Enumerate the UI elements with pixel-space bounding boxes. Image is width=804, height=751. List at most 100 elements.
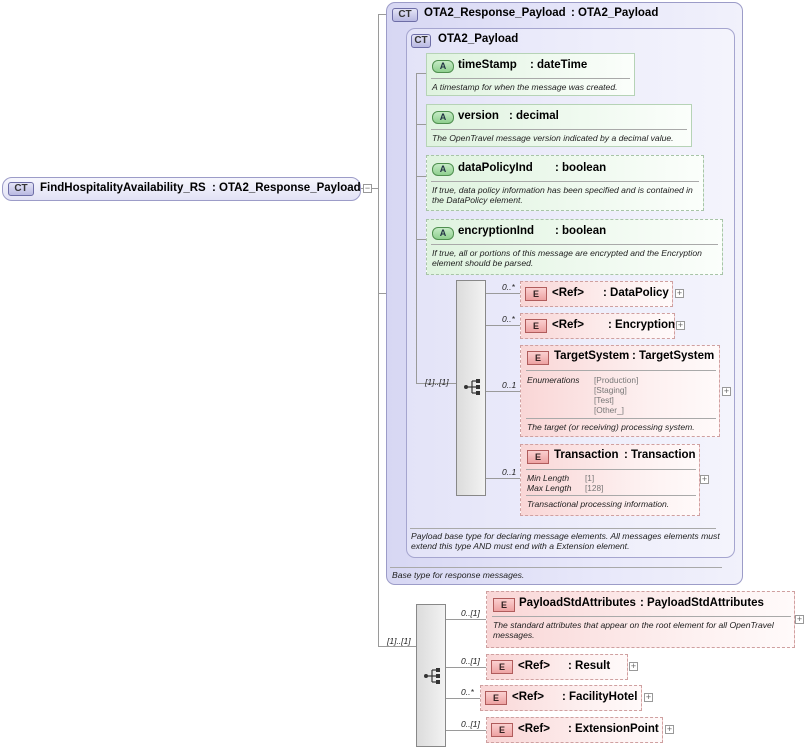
attribute-name: version [458, 110, 499, 122]
attribute-doc: A timestamp for when the message was cre… [432, 82, 618, 92]
facet-label: Max Length [527, 483, 572, 493]
separator [492, 616, 791, 617]
element-type: : TargetSystem [632, 350, 715, 362]
sequence-compositor[interactable] [416, 604, 446, 747]
connector-line [416, 176, 426, 177]
element-name: : ExtensionPoint [568, 723, 659, 735]
attribute-doc: The OpenTravel message version indicated… [432, 133, 674, 143]
expand-toggle[interactable]: + [676, 320, 685, 330]
element-icon: E [491, 723, 513, 737]
expand-toggle[interactable]: + [675, 288, 684, 298]
separator [431, 244, 718, 245]
attribute-version[interactable]: A version : decimal The OpenTravel messa… [426, 104, 692, 147]
response-payload-doc: Base type for response messages. [392, 570, 525, 580]
complex-type-icon: CT [392, 8, 418, 22]
collapse-toggle[interactable]: − [363, 183, 372, 193]
attribute-doc: If true, all or portions of this message… [432, 248, 702, 268]
attribute-type: : boolean [555, 162, 607, 174]
root-element[interactable]: CT FindHospitalityAvailability_RS : OTA2… [2, 177, 361, 201]
element-cardinality: 0..[1] [461, 608, 480, 618]
root-element-name: FindHospitalityAvailability_RS [40, 182, 206, 194]
attribute-type: : decimal [509, 110, 559, 122]
sequence-icon [464, 379, 480, 395]
element-cardinality: 0..1 [502, 467, 517, 477]
facet-value: [1] [585, 473, 595, 483]
element-name: : Result [568, 660, 611, 672]
enum-value: [Production] [594, 375, 639, 385]
connector-line [486, 391, 520, 392]
complex-type-icon: CT [411, 34, 431, 48]
element-transaction[interactable]: E Transaction : Transaction Min Length [… [520, 444, 700, 516]
expand-toggle[interactable]: + [629, 661, 638, 671]
connector-line [416, 124, 426, 125]
element-payloadstdattributes[interactable]: E PayloadStdAttributes : PayloadStdAttri… [486, 591, 795, 648]
attribute-icon: A [432, 111, 454, 124]
expand-toggle[interactable]: + [644, 692, 653, 702]
element-name: Transaction [554, 449, 619, 461]
connector-line [378, 646, 416, 647]
attribute-icon: A [432, 227, 454, 240]
element-extensionpoint[interactable]: E <Ref> : ExtensionPoint [486, 717, 663, 743]
element-name: : Encryption [608, 319, 676, 331]
element-ref: <Ref> [518, 723, 550, 735]
enum-value: [Staging] [594, 385, 627, 395]
separator [431, 181, 699, 182]
sequence-compositor[interactable] [456, 280, 486, 496]
attribute-icon: A [432, 163, 454, 176]
attribute-encryptionind[interactable]: A encryptionInd : boolean If true, all o… [426, 219, 723, 275]
separator [526, 469, 696, 470]
attribute-name: timeStamp [458, 59, 517, 71]
attribute-timestamp[interactable]: A timeStamp : dateTime A timestamp for w… [426, 53, 635, 96]
attribute-type: : boolean [555, 225, 607, 237]
element-type: : Transaction [624, 449, 696, 461]
element-name: TargetSystem [554, 350, 630, 362]
response-payload-name: OTA2_Response_Payload [424, 7, 566, 19]
complex-type-icon: CT [8, 182, 34, 196]
attribute-name: dataPolicyInd [458, 162, 533, 174]
connector-line [446, 619, 486, 620]
element-icon: E [485, 691, 507, 705]
root-element-type: : OTA2_Response_Payload [212, 182, 361, 194]
attribute-datapolicyind[interactable]: A dataPolicyInd : boolean If true, data … [426, 155, 704, 211]
separator [526, 370, 716, 371]
connector-line [446, 667, 486, 668]
element-doc: Transactional processing information. [527, 499, 670, 509]
element-datapolicy[interactable]: E <Ref> : DataPolicy [520, 281, 673, 307]
sequence-cardinality: [1]..[1] [425, 377, 449, 387]
element-icon: E [525, 287, 547, 301]
element-facilityhotel[interactable]: E <Ref> : FacilityHotel [480, 685, 642, 711]
element-ref: <Ref> [512, 691, 544, 703]
expand-toggle[interactable]: + [795, 614, 804, 624]
payload-name: OTA2_Payload [438, 33, 519, 45]
element-ref: <Ref> [552, 287, 584, 299]
enum-value: [Test] [594, 395, 614, 405]
enum-value: [Other_] [594, 405, 624, 415]
element-name: : DataPolicy [603, 287, 669, 299]
element-doc: The target (or receiving) processing sys… [527, 422, 695, 432]
attribute-type: : dateTime [530, 59, 588, 71]
element-cardinality: 0..* [502, 282, 515, 292]
expand-toggle[interactable]: + [722, 386, 731, 396]
sequence-icon [424, 668, 440, 684]
separator [410, 528, 716, 529]
element-result[interactable]: E <Ref> : Result [486, 654, 628, 680]
element-cardinality: 0..* [502, 314, 515, 324]
element-icon: E [493, 598, 515, 612]
element-icon: E [527, 351, 549, 365]
facet-label: Enumerations [527, 375, 580, 385]
element-name: : FacilityHotel [562, 691, 638, 703]
expand-toggle[interactable]: + [700, 474, 709, 484]
element-icon: E [525, 319, 547, 333]
connector-line [486, 325, 520, 326]
connector-line [378, 14, 387, 15]
connector-line [416, 383, 456, 384]
attribute-icon: A [432, 60, 454, 73]
element-cardinality: 0..* [461, 687, 474, 697]
connector-line [416, 239, 426, 240]
separator [390, 567, 722, 568]
element-encryption[interactable]: E <Ref> : Encryption [520, 313, 675, 339]
element-targetsystem[interactable]: E TargetSystem : TargetSystem Enumeratio… [520, 345, 720, 437]
expand-toggle[interactable]: + [665, 724, 674, 734]
connector-line [446, 730, 486, 731]
element-name: PayloadStdAttributes [519, 597, 636, 609]
